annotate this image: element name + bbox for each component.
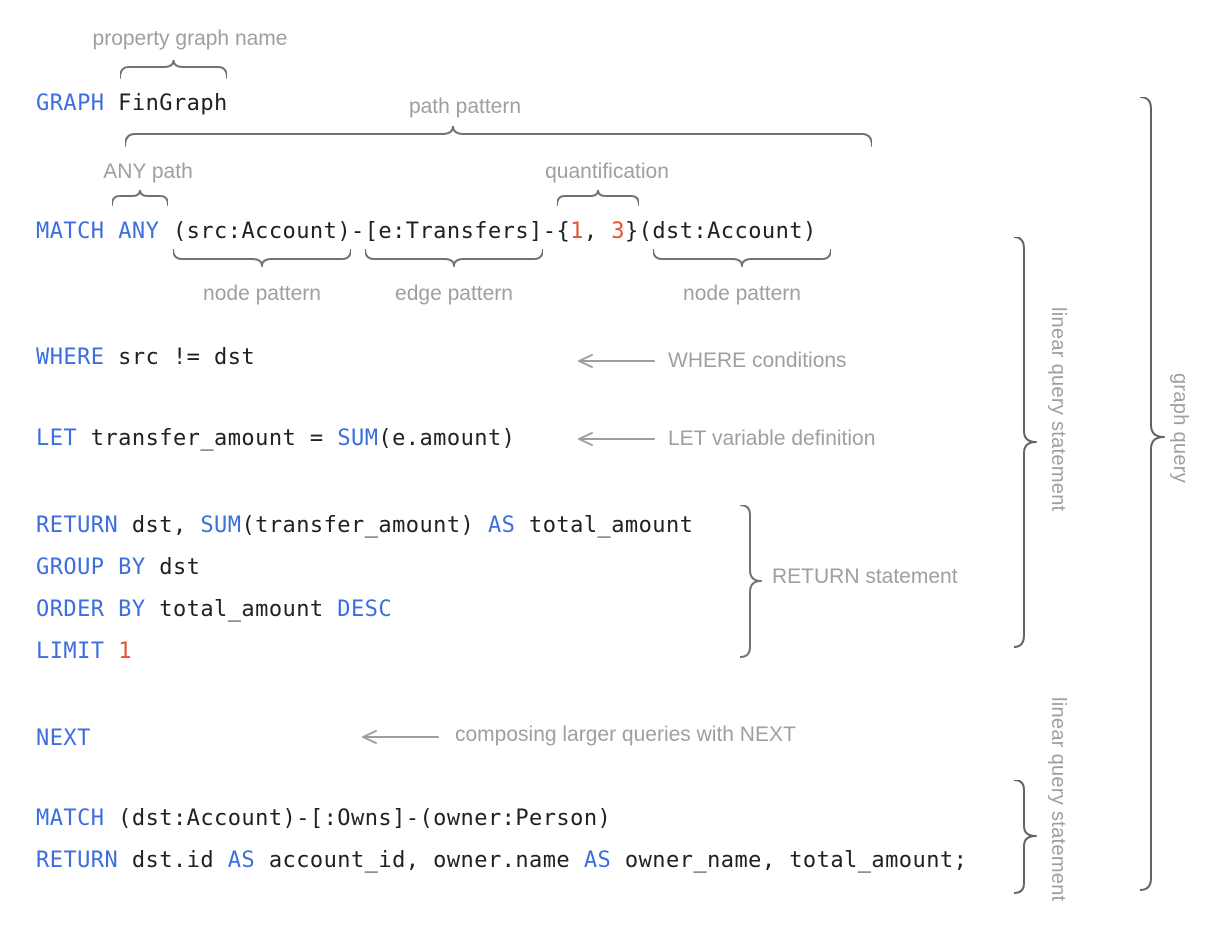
code-token: dst.id	[118, 848, 228, 873]
linear-query-statement-label-1: linear query statement	[1047, 307, 1069, 512]
property-graph-name-brace	[120, 60, 227, 79]
linear-query-statement-brace-1	[1014, 237, 1037, 648]
node-pattern-left-label: node pattern	[203, 282, 321, 305]
where-conditions-arrow	[578, 354, 655, 368]
edge-pattern-brace	[365, 249, 543, 267]
node-pattern-right-brace	[653, 249, 831, 267]
code-token: 1	[570, 219, 584, 244]
code-token: DESC	[337, 597, 393, 622]
code-token: total_amount	[145, 597, 338, 622]
code-token: owner_name, total_amount;	[611, 848, 968, 873]
code-line-next: NEXT	[36, 726, 91, 752]
graph-query-label: graph query	[1169, 373, 1191, 484]
code-line-where: WHERE src != dst	[36, 345, 255, 371]
let-variable-definition-label: LET variable definition	[668, 427, 876, 450]
code-token: LET	[36, 426, 78, 451]
path-pattern-label: path pattern	[408, 95, 522, 118]
return-statement-brace	[740, 505, 762, 658]
code-line-group-by: GROUP BY dst	[36, 555, 200, 581]
code-token: ,	[583, 219, 612, 244]
code-token: WHERE	[36, 345, 105, 370]
code-token: LIMIT	[36, 639, 105, 664]
code-token: dst	[145, 555, 201, 580]
code-token: RETURN	[36, 513, 119, 538]
code-token: }(dst:Account)	[624, 219, 817, 244]
code-token: AS	[227, 848, 256, 873]
code-token: MATCH	[36, 806, 105, 831]
code-token: total_amount	[515, 513, 694, 538]
code-token: transfer_amount =	[77, 426, 338, 451]
code-line-match-1: MATCH ANY (src:Account)-[e:Transfers]-{1…	[36, 219, 817, 245]
code-token: src != dst	[104, 345, 256, 370]
code-line-graph-clause: GRAPH FinGraph	[36, 91, 228, 117]
code-token: AS	[583, 848, 612, 873]
quantification-label: quantification	[545, 160, 669, 183]
linear-query-statement-label-2: linear query statement	[1047, 697, 1069, 902]
code-token: MATCH	[36, 219, 105, 244]
code-token: (e.amount)	[378, 426, 516, 451]
code-token: ANY	[118, 219, 160, 244]
any-path-label: ANY path	[103, 160, 193, 183]
code-token: NEXT	[36, 726, 91, 751]
code-token: (transfer_amount)	[241, 513, 488, 538]
code-line-let: LET transfer_amount = SUM(e.amount)	[36, 426, 515, 452]
return-statement-label: RETURN statement	[772, 565, 958, 588]
code-token	[104, 639, 118, 664]
code-token: FinGraph	[104, 91, 228, 116]
code-token: RETURN	[36, 848, 119, 873]
linear-query-statement-brace-2	[1014, 780, 1037, 894]
graph-query-brace	[1140, 97, 1165, 891]
code-token: (dst:Account)-[:Owns]-(owner:Person)	[104, 806, 612, 831]
code-line-match-2: MATCH (dst:Account)-[:Owns]-(owner:Perso…	[36, 806, 611, 832]
code-line-limit: LIMIT 1	[36, 639, 132, 665]
code-line-return-2: RETURN dst.id AS account_id, owner.name …	[36, 848, 967, 874]
code-token: GRAPH	[36, 91, 105, 116]
code-line-order-by: ORDER BY total_amount DESC	[36, 597, 392, 623]
quantification-brace	[557, 190, 639, 206]
property-graph-name-label: property graph name	[92, 27, 288, 50]
code-token: account_id, owner.name	[255, 848, 584, 873]
code-line-return-1: RETURN dst, SUM(transfer_amount) AS tota…	[36, 513, 693, 539]
code-token	[104, 219, 118, 244]
edge-pattern-label: edge pattern	[395, 282, 513, 305]
composing-next-arrow	[362, 730, 439, 744]
composing-next-label: composing larger queries with NEXT	[455, 723, 796, 746]
node-pattern-left-brace	[173, 249, 351, 267]
code-token: (src:Account)-[e:Transfers]-{	[159, 219, 571, 244]
code-token: GROUP BY	[36, 555, 146, 580]
code-token: 1	[118, 639, 132, 664]
code-token: 3	[611, 219, 625, 244]
code-token: ORDER BY	[36, 597, 146, 622]
where-conditions-label: WHERE conditions	[668, 349, 847, 372]
node-pattern-right-label: node pattern	[683, 282, 801, 305]
code-token: SUM	[337, 426, 379, 451]
any-path-brace	[112, 190, 168, 206]
code-token: SUM	[200, 513, 242, 538]
code-token: dst,	[118, 513, 201, 538]
path-pattern-brace	[125, 126, 872, 147]
let-variable-definition-arrow	[578, 432, 655, 446]
code-token: AS	[487, 513, 516, 538]
